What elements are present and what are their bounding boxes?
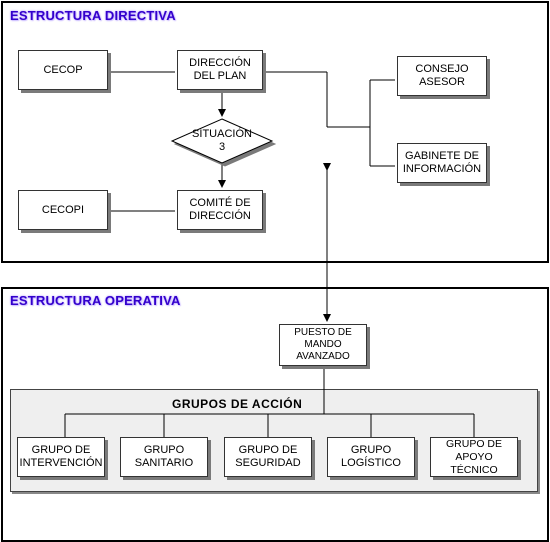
grupo-seguridad-box: GRUPO DE SEGURIDAD xyxy=(224,437,312,477)
situacion-diamond xyxy=(170,118,274,164)
consejo-asesor-box: CONSEJO ASESOR xyxy=(397,56,487,96)
puesto-de-mando-avanzado-box: PUESTO DE MANDO AVANZADO xyxy=(279,324,367,366)
operative-structure-title: ESTRUCTURA OPERATIVA xyxy=(10,293,181,308)
direccion-del-plan-box: DIRECCIÓN DEL PLAN xyxy=(177,50,263,90)
situacion-label: SITUACIÓN 3 xyxy=(192,128,252,153)
grupo-logistico-box: GRUPO LOGÍSTICO xyxy=(327,437,415,477)
cecopi-box: CECOPI xyxy=(18,190,108,230)
grupo-sanitario-box: GRUPO SANITARIO xyxy=(120,437,208,477)
cecop-box: CECOP xyxy=(18,50,108,90)
directive-structure-title: ESTRUCTURA DIRECTIVA xyxy=(10,8,176,23)
action-groups-title: GRUPOS DE ACCIÓN xyxy=(172,397,303,411)
gabinete-informacion-box: GABINETE DE INFORMACIÓN xyxy=(397,143,487,183)
grupo-intervencion-box: GRUPO DE INTERVENCIÓN xyxy=(17,437,105,477)
comite-de-direccion-box: COMITÉ DE DIRECCIÓN xyxy=(177,190,263,230)
grupo-apoyo-tecnico-box: GRUPO DE APOYO TÉCNICO xyxy=(430,437,518,477)
